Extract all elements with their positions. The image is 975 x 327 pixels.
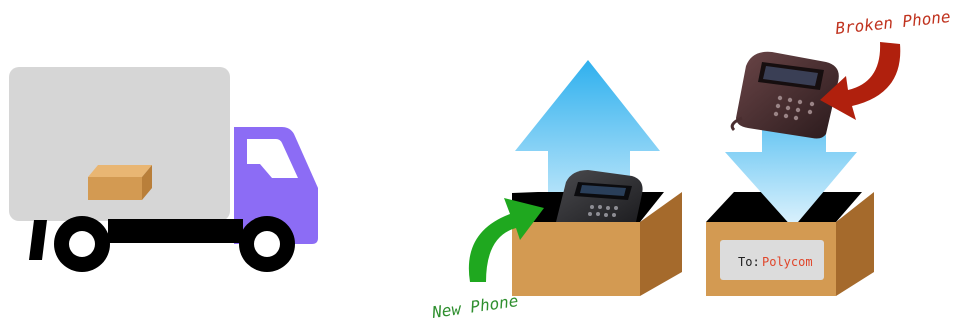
- broken-phone-label: Broken Phone: [834, 7, 951, 38]
- truck-rear-bumper: [29, 220, 47, 260]
- new-phone-label: New Phone: [430, 291, 519, 322]
- desk-phone-icon: [556, 170, 643, 222]
- broken-phone-box: To: Polycom: [706, 42, 900, 296]
- new-phone-box: [469, 60, 682, 296]
- shipping-label-to: To:: [738, 255, 760, 269]
- truck-chassis: [108, 219, 243, 243]
- truck-front-hub: [254, 231, 280, 257]
- shipping-label-recipient: Polycom: [762, 255, 813, 269]
- desk-phone-icon: [732, 52, 839, 139]
- truck-rear-hub: [69, 231, 95, 257]
- delivery-truck-icon: [9, 67, 318, 272]
- package-icon: [88, 165, 152, 200]
- box-front: [512, 222, 640, 296]
